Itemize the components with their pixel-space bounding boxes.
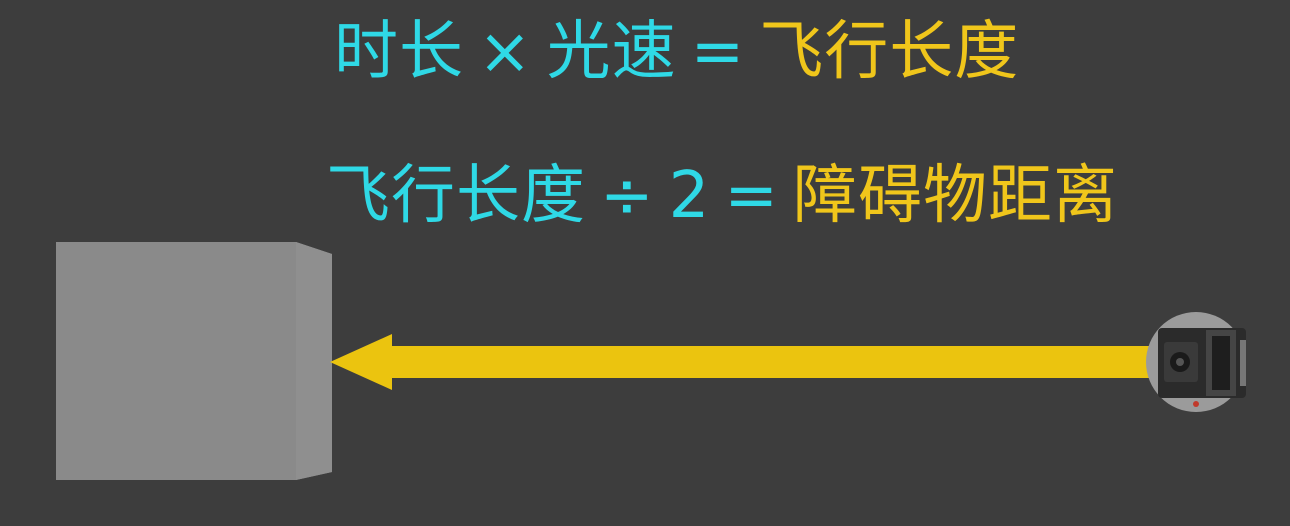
operator-equals: = <box>690 15 746 89</box>
operator-equals: = <box>724 159 779 233</box>
arrow-left-icon <box>330 334 1160 390</box>
operator-divide: ÷ <box>600 159 655 233</box>
term-flight-length: 飞行长度 <box>326 159 586 233</box>
operator-multiply: × <box>478 15 533 89</box>
term-two: 2 <box>668 159 711 233</box>
result-obstacle-distance: 障碍物距离 <box>792 159 1118 233</box>
lidar-robot-icon <box>1146 312 1246 412</box>
formula-flight-length-divided-by-two: 飞行长度÷2=障碍物距离 <box>326 164 1118 228</box>
obstacle-box <box>56 242 332 480</box>
term-duration: 时长 <box>334 15 464 89</box>
result-flight-length: 飞行长度 <box>759 15 1020 89</box>
formula-duration-times-light-speed: 时长×光速=飞行长度 <box>334 20 1019 84</box>
term-light-speed: 光速 <box>546 15 677 89</box>
